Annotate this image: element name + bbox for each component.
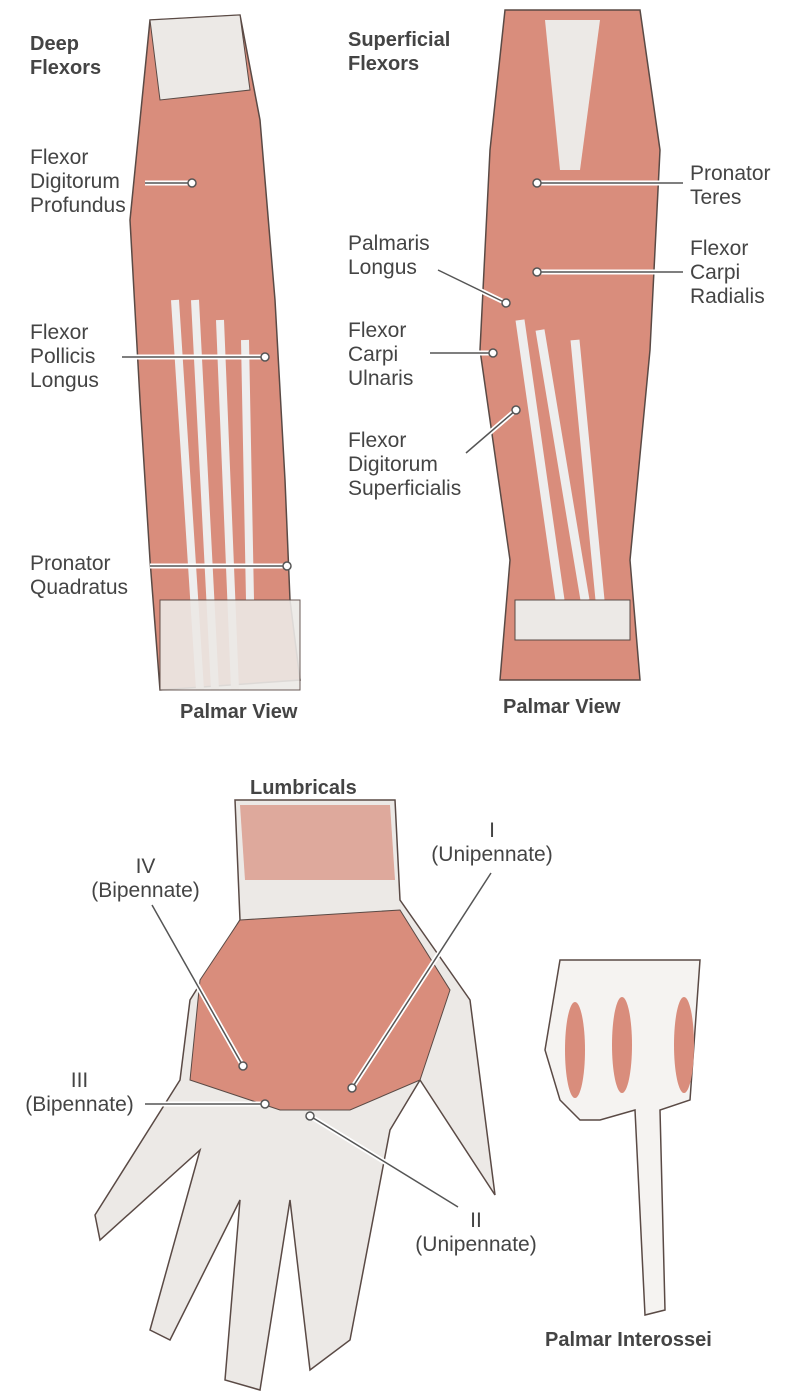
label-lumbrical-ii: II(Unipennate) xyxy=(415,1209,537,1256)
interossei-caption: Palmar Interossei xyxy=(545,1329,712,1351)
deep-flexors-illustration xyxy=(129,14,301,691)
label-lumbrical-iii: III(Bipennate) xyxy=(25,1069,134,1116)
superficial-flexors-illustration xyxy=(479,9,661,681)
superficial-caption: Palmar View xyxy=(503,696,621,718)
lumbricals-title: Lumbricals xyxy=(250,777,357,799)
lumbricals-illustration xyxy=(94,799,496,1391)
deep-caption: Palmar View xyxy=(180,701,298,723)
leader-lines xyxy=(122,182,683,1208)
interossei-illustration xyxy=(544,959,701,1316)
label-lumbrical-i: I(Unipennate) xyxy=(431,819,553,866)
label-lumbrical-iv: IV(Bipennate) xyxy=(91,855,200,902)
